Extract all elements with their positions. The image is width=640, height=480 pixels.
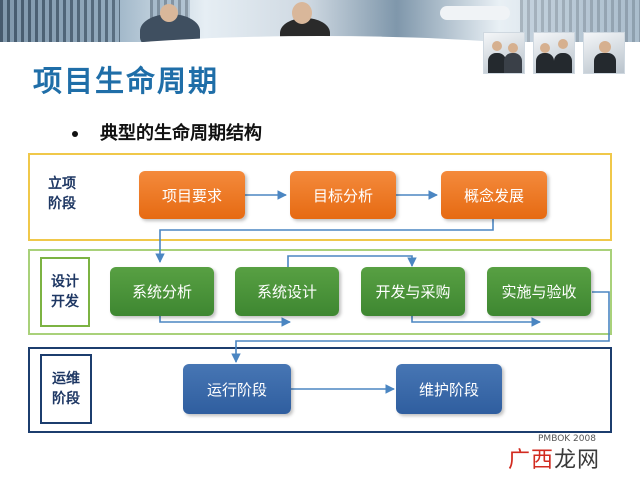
- watermark: 广西龙网: [508, 442, 600, 474]
- step-implementation-acceptance: 实施与验收: [487, 267, 591, 316]
- arrow-concept-to-analysis: [155, 219, 494, 263]
- watermark-part-b: 龙网: [554, 448, 601, 473]
- step-system-design: 系统设计: [235, 267, 339, 316]
- arrow-analysis-to-design: [159, 316, 291, 327]
- step-project-requirements: 项目要求: [139, 171, 245, 219]
- design-label-line1: 设计: [51, 274, 79, 290]
- thumbnail-photo: [533, 32, 575, 74]
- watermark-part-a: 广西: [508, 448, 555, 473]
- thumbnail-photo: [483, 32, 525, 74]
- planning-label-line1: 立项: [48, 176, 76, 192]
- planning-label-line2: 阶段: [48, 196, 76, 212]
- arrow-dev-to-accept: [411, 316, 541, 327]
- step-system-analysis: 系统分析: [110, 267, 214, 316]
- step-maintenance: 维护阶段: [396, 364, 502, 414]
- step-development-procurement: 开发与采购: [361, 267, 465, 316]
- bullet-icon: [72, 131, 78, 137]
- design-section: [28, 249, 612, 335]
- photo-thumbnails: [483, 32, 625, 74]
- design-label: 设计 开发: [40, 257, 90, 327]
- step-operation: 运行阶段: [183, 364, 291, 414]
- thumbnail-photo: [583, 32, 625, 74]
- design-label-line2: 开发: [51, 294, 79, 310]
- subtitle-text: 典型的生命周期结构: [100, 123, 262, 144]
- operation-label-line2: 阶段: [52, 391, 80, 407]
- arrow-design-to-dev: [287, 255, 417, 267]
- operation-label-line1: 运维: [52, 371, 80, 387]
- operation-label: 运维 阶段: [40, 354, 92, 424]
- arrow-accept-to-operation: [231, 291, 610, 363]
- subtitle: 典型的生命周期结构: [72, 119, 262, 145]
- planning-label: 立项 阶段: [42, 174, 82, 216]
- step-goal-analysis: 目标分析: [290, 171, 396, 219]
- operation-section: [28, 347, 612, 433]
- planning-section: [28, 153, 612, 241]
- source-note: PMBOK 2008: [538, 434, 596, 444]
- step-concept-development: 概念发展: [441, 171, 547, 219]
- page-title: 项目生命周期: [33, 64, 220, 98]
